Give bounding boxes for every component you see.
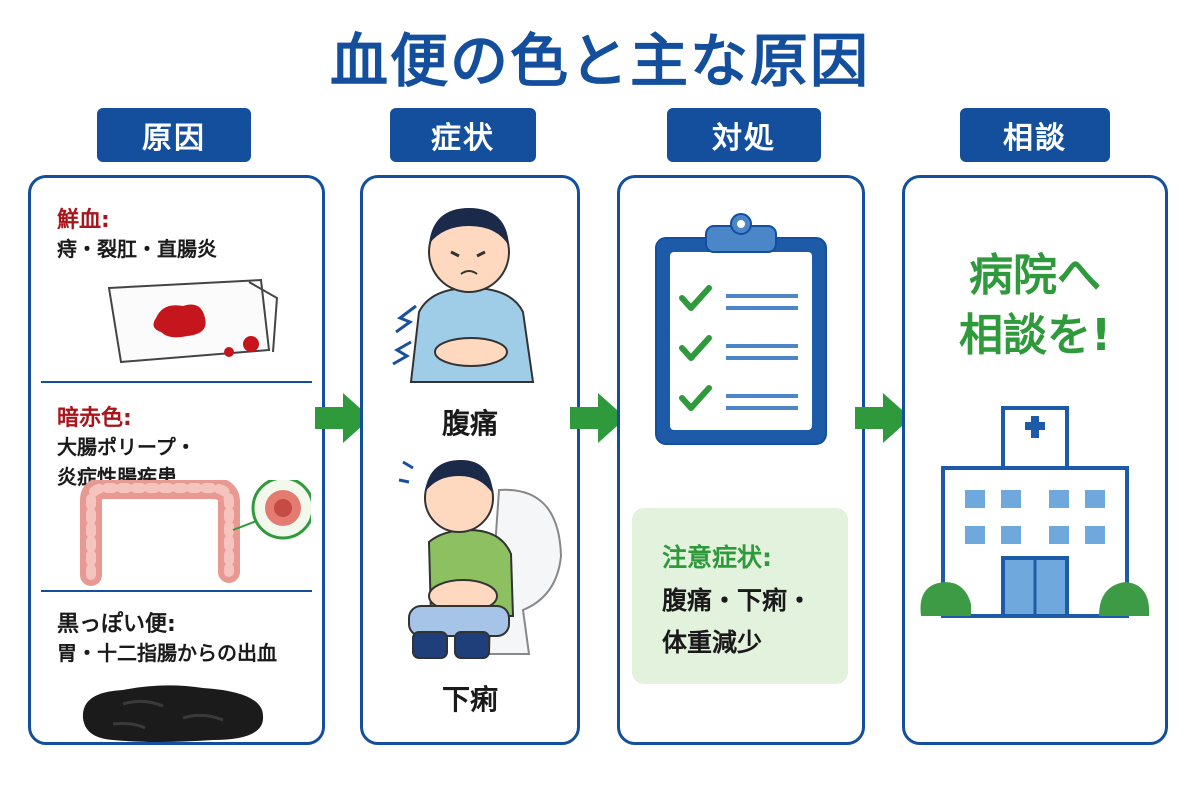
black-stool-icon [82,685,264,742]
warning-text: 腹痛・下痢・ 体重減少 [662,580,842,664]
page-title: 血便の色と主な原因 [329,27,870,95]
stomach-pain-boy-icon [392,208,535,383]
cause-heading: 暗赤色: [57,406,132,431]
header-consult: 相談 [960,108,1110,162]
response-panel: 注意症状: 腹痛・下痢・ 体重減少 [617,175,865,745]
cause-dark-red: 暗赤色: 大腸ポリープ・ 炎症性腸疾患 [31,400,322,586]
header-cause: 原因 [97,108,251,162]
cause-desc: 痔・裂肛・直腸炎 [57,237,217,261]
cause-panel: 鮮血: 痔・裂肛・直腸炎 暗赤色: 大腸ポリープ・ 炎症性腸疾患 [28,175,325,745]
cause-desc: 胃・十二指腸からの出血 [57,641,277,665]
clipboard-checklist-icon [655,213,827,445]
cause-desc: 大腸ポリープ・ [57,435,196,459]
consult-line: 相談を! [958,310,1112,361]
symptom-panel: 腹痛 下痢 [360,175,580,745]
cause-heading: 黒っぽい便: [57,612,176,637]
symptom-label: 下痢 [441,683,498,716]
right-arrow-icon [570,393,626,443]
hospital-icon [920,406,1150,618]
cause-fresh-blood: 鮮血: 痔・裂肛・直腸炎 [31,202,322,364]
consult-line: 病院へ [969,250,1101,301]
warning-line: 体重減少 [662,628,763,657]
warning-title: 注意症状: [662,543,772,572]
warning-box: 注意症状: 腹痛・下痢・ 体重減少 [632,508,848,684]
symptom-label: 腹痛 [441,407,498,440]
right-arrow-icon [855,393,911,443]
consult-panel: 病院へ 相談を! [902,175,1168,745]
warning-line: 腹痛・下痢・ [662,586,813,615]
cause-divider [41,381,312,383]
right-arrow-icon [315,393,371,443]
cause-black-stool: 黒っぽい便: 胃・十二指腸からの出血 [31,606,322,742]
stained-tissue-icon [107,278,279,364]
toilet-boy-icon [398,460,563,659]
cause-heading: 鮮血: [57,208,110,233]
consult-message: 病院へ 相談を! [905,246,1165,366]
header-symptom: 症状 [390,108,536,162]
colon-icon [80,480,311,586]
cause-divider [41,590,312,592]
header-response: 対処 [667,108,821,162]
